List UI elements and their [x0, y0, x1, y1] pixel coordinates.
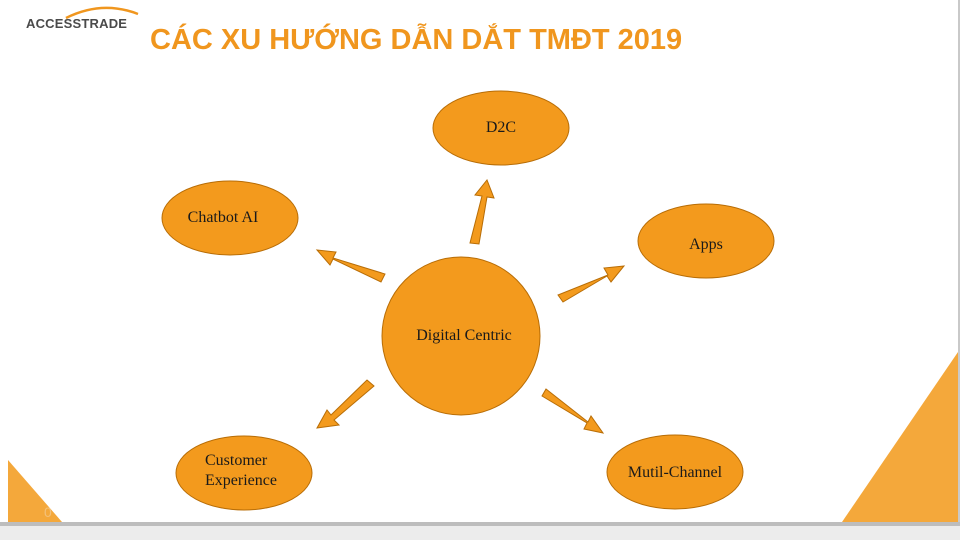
arrow-to-multichannel — [541, 388, 605, 434]
label-customer-line2: Experience — [205, 472, 277, 489]
node-customer — [175, 435, 313, 511]
label-d2c: D2C — [485, 119, 517, 136]
node-chatbot — [161, 180, 299, 256]
label-apps: Apps — [689, 236, 723, 253]
arrow-to-d2c — [469, 179, 495, 245]
arrow-to-customer — [316, 379, 375, 429]
label-customer-line1: Customer — [205, 452, 268, 469]
logo-arc-icon — [65, 6, 139, 20]
accesstrade-logo: ACCESSTRADE — [26, 16, 128, 31]
node-multichannel — [606, 434, 744, 510]
corner-decoration-right — [842, 352, 958, 522]
label-customer: Customer Experience — [190, 451, 290, 491]
arrow-to-apps — [557, 265, 626, 303]
node-center — [381, 256, 541, 416]
label-chatbot: Chatbot AI — [187, 209, 259, 226]
arrow-to-chatbot — [315, 249, 386, 283]
node-apps — [637, 203, 775, 279]
slide: ACCESSTRADE CÁC XU HƯỚNG DẪN DẮT TMĐT 20… — [0, 0, 958, 522]
label-multichannel: Mutil-Channel — [627, 464, 723, 481]
window-bottom-strip — [0, 526, 960, 540]
trend-diagram — [8, 90, 958, 522]
node-d2c — [432, 90, 570, 166]
slide-title: CÁC XU HƯỚNG DẪN DẮT TMĐT 2019 — [150, 24, 683, 56]
label-center: Digital Centric — [416, 327, 512, 344]
slide-number-fragment: 0 — [44, 504, 52, 520]
corner-decoration-left — [8, 460, 62, 522]
